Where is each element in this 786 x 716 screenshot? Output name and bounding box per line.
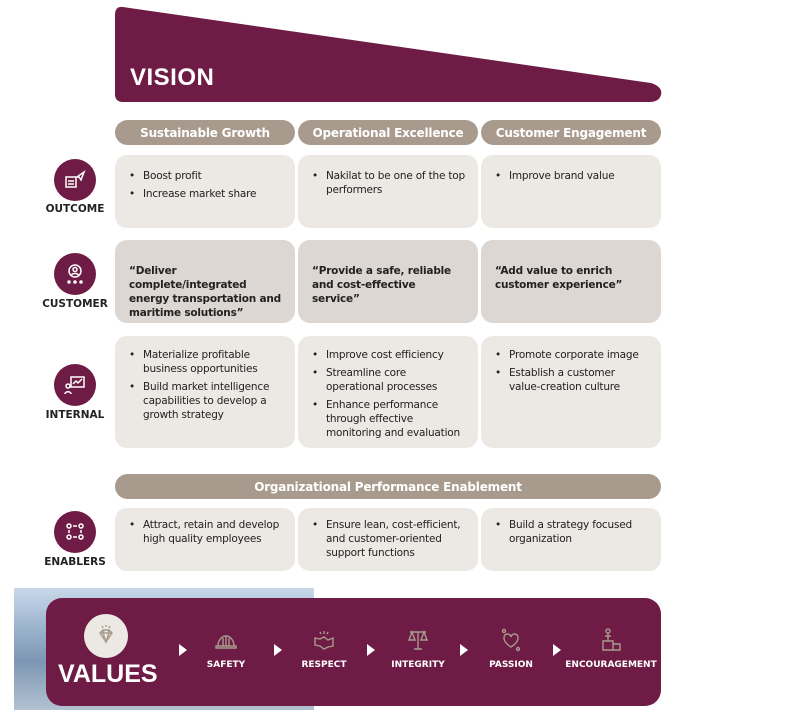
handshake-icon: [314, 631, 334, 650]
pillar-operational-excellence: Operational Excellence: [298, 120, 478, 145]
list-item: Streamline core operational processes: [312, 366, 466, 394]
list-item: Increase market share: [129, 187, 283, 201]
podium-person-icon: [602, 628, 621, 651]
values-banner: VALUES SAFETY RESPECT INTEGRITY PASSION …: [46, 598, 661, 706]
customer-cell-2: “Provide a safe, reliable and cost-effec…: [298, 240, 478, 323]
arrow-icon: [274, 644, 282, 656]
list-item: Attract, retain and develop high quality…: [129, 518, 283, 546]
arrow-icon: [460, 644, 468, 656]
value-passion: PASSION: [466, 628, 556, 670]
vision-title: VISION: [130, 64, 215, 91]
value-safety: SAFETY: [181, 628, 271, 670]
customer-cell-3: “Add value to enrich customer experience…: [481, 240, 661, 323]
scales-icon: [407, 630, 429, 650]
outcome-icon: [54, 159, 96, 201]
list-item: Build market intelligence capabilities t…: [129, 380, 283, 422]
values-title: VALUES: [58, 660, 158, 688]
list-item: Establish a customer value-creation cult…: [495, 366, 649, 394]
heart-icon: [501, 628, 521, 652]
internal-cell-3: Promote corporate imageEstablish a custo…: [481, 336, 661, 448]
list-item: Enhance performance through effective mo…: [312, 398, 466, 440]
arrow-icon: [179, 644, 187, 656]
list-item: Boost profit: [129, 169, 283, 183]
value-encouragement: ENCOURAGEMENT: [561, 628, 661, 670]
pillar-sustainable-growth: Sustainable Growth: [115, 120, 295, 145]
outcome-cell-1: Boost profitIncrease market share: [115, 155, 295, 228]
arrow-icon: [553, 644, 561, 656]
customer-cell-1: “Deliver complete/integrated energy tran…: [115, 240, 295, 323]
customer-icon: [54, 253, 96, 295]
list-item: Improve brand value: [495, 169, 649, 183]
enablers-icon: [54, 511, 96, 553]
helmet-icon: [215, 635, 237, 649]
value-label: RESPECT: [301, 660, 347, 670]
value-label: SAFETY: [206, 660, 246, 670]
value-integrity: INTEGRITY: [373, 628, 463, 670]
internal-cell-2: Improve cost efficiencyStreamline core o…: [298, 336, 478, 448]
enablement-header: Organizational Performance Enablement: [115, 474, 661, 499]
enablers-cell-1: Attract, retain and develop high quality…: [115, 508, 295, 571]
enablers-cell-3: Build a strategy focused organization: [481, 508, 661, 571]
internal-cell-1: Materialize profitable business opportun…: [115, 336, 295, 448]
outcome-cell-2: Nakilat to be one of the top performers: [298, 155, 478, 228]
list-item: Materialize profitable business opportun…: [129, 348, 283, 376]
value-label: PASSION: [489, 660, 533, 670]
internal-label: INTERNAL: [45, 409, 105, 421]
list-item: Improve cost efficiency: [312, 348, 466, 362]
list-item: Promote corporate image: [495, 348, 649, 362]
internal-icon: [54, 364, 96, 406]
enablers-cell-2: Ensure lean, cost-efficient, and custome…: [298, 508, 478, 571]
value-label: ENCOURAGEMENT: [565, 660, 657, 670]
outcome-label: OUTCOME: [45, 203, 105, 215]
arrow-icon: [367, 644, 375, 656]
list-item: Nakilat to be one of the top performers: [312, 169, 466, 197]
value-respect: RESPECT: [279, 628, 369, 670]
list-item: Build a strategy focused organization: [495, 518, 649, 546]
outcome-cell-3: Improve brand value: [481, 155, 661, 228]
pillar-customer-engagement: Customer Engagement: [481, 120, 661, 145]
value-label: INTEGRITY: [391, 660, 445, 670]
enablers-label: ENABLERS: [44, 556, 106, 568]
diamond-icon: [84, 614, 128, 658]
customer-label: CUSTOMER: [42, 298, 108, 310]
list-item: Ensure lean, cost-efficient, and custome…: [312, 518, 466, 560]
vision-banner: [115, 6, 662, 102]
